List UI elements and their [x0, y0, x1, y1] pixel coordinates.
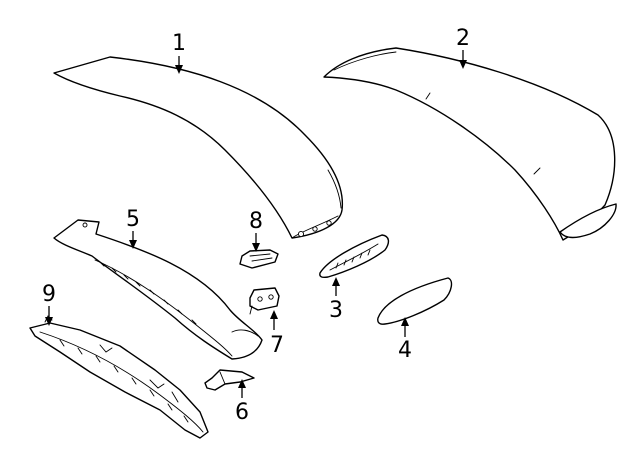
callout-6: 6 [235, 400, 249, 425]
part-4-lens [377, 277, 453, 325]
callout-4: 4 [398, 338, 412, 363]
part-8-clip [239, 249, 279, 269]
callout-7: 7 [270, 333, 284, 358]
part-5-spoiler-base [53, 219, 263, 360]
callout-5: 5 [126, 207, 140, 232]
part-7-bracket [249, 287, 280, 315]
callout-2: 2 [456, 26, 470, 51]
callout-1: 1 [172, 31, 186, 56]
callout-9: 9 [42, 282, 56, 307]
part-2-spoiler [323, 47, 617, 241]
callout-3: 3 [329, 298, 343, 323]
part-9-mounting-frame [29, 315, 209, 439]
part-6-bracket [204, 369, 255, 391]
part-3-light-housing [319, 234, 390, 279]
callout-8: 8 [249, 209, 263, 234]
part-1-spoiler-blade [53, 56, 344, 239]
leader-lines [45, 50, 467, 398]
